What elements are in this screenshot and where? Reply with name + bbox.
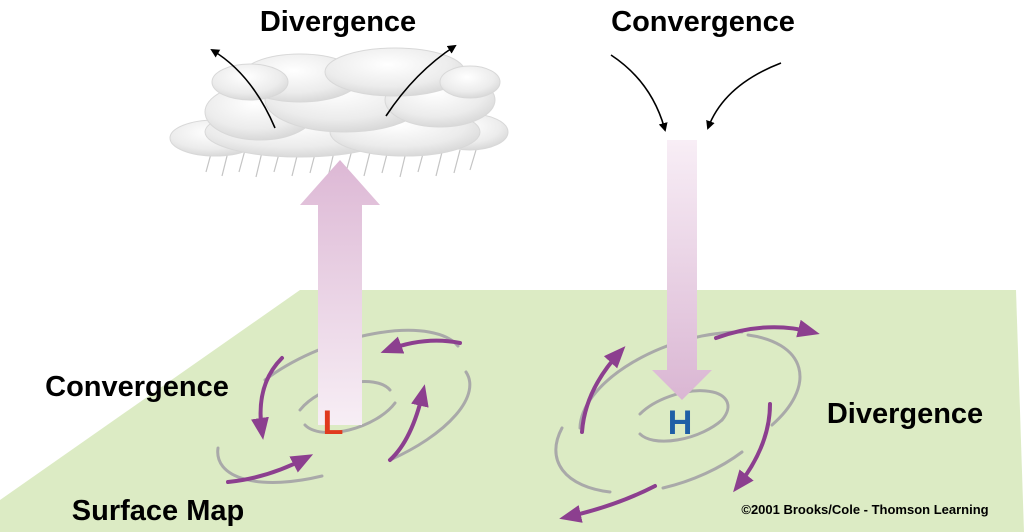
low-wind-arrows xyxy=(226,336,462,484)
label-surface-divergence: Divergence xyxy=(827,398,983,430)
copyright-notice: ©2001 Brooks/Cole - Thomson Learning xyxy=(741,502,988,517)
label-upper-convergence: Convergence xyxy=(611,6,795,38)
convergence-arrow-right xyxy=(706,62,782,130)
sinking-air-arrow xyxy=(652,140,712,400)
storm-cloud xyxy=(169,47,509,178)
label-upper-divergence: Divergence xyxy=(260,6,416,38)
convergence-arrow-left xyxy=(610,54,668,132)
high-wind-arrows xyxy=(559,319,820,523)
rising-air-arrow xyxy=(300,160,380,425)
high-pressure-letter: H xyxy=(668,404,693,442)
divergence-arrow-right xyxy=(385,44,457,117)
low-pressure-letter: L xyxy=(323,404,344,442)
label-surface-map: Surface Map xyxy=(72,495,244,527)
surface-plane xyxy=(0,290,1024,532)
label-surface-convergence: Convergence xyxy=(45,371,229,403)
divergence-arrow-left xyxy=(210,48,276,129)
